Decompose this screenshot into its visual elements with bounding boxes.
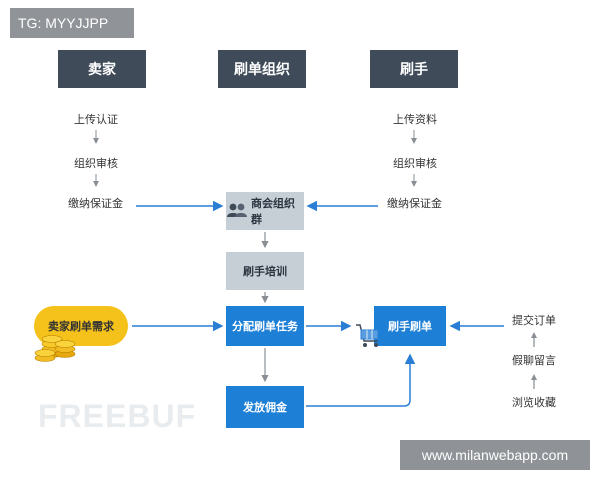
header-org: 刷单组织 xyxy=(218,50,306,88)
assign-task-box: 分配刷单任务 xyxy=(226,306,304,346)
brush-order-box: 刷手刷单 xyxy=(374,306,446,346)
shopping-cart-icon xyxy=(356,324,379,347)
coins-icon xyxy=(34,335,76,362)
right-step-submit: 提交订单 xyxy=(512,314,556,327)
seller-step-review: 组织审核 xyxy=(74,157,118,170)
right-step-chat: 假聊留言 xyxy=(512,354,556,367)
chamber-box: 商会组织群 xyxy=(226,192,304,230)
clicker-step-upload: 上传资料 xyxy=(393,113,437,126)
tag-label: TG: MYYJJPP xyxy=(10,8,134,38)
brand-watermark: FREEBUF xyxy=(38,398,197,434)
header-seller: 卖家 xyxy=(58,50,146,88)
header-clicker: 刷手 xyxy=(370,50,458,88)
chamber-label: 商会组织群 xyxy=(251,197,295,226)
seller-step-upload: 上传认证 xyxy=(74,113,118,126)
clicker-step-deposit: 缴纳保证金 xyxy=(387,197,442,210)
commission-to-brush-arrow xyxy=(306,353,416,407)
training-box: 刷手培训 xyxy=(226,252,304,290)
right-step-browse: 浏览收藏 xyxy=(512,396,556,409)
commission-box: 发放佣金 xyxy=(226,386,304,428)
group-icon xyxy=(226,202,248,221)
seller-step-deposit: 缴纳保证金 xyxy=(68,197,123,210)
clicker-step-review: 组织审核 xyxy=(393,157,437,170)
watermark-url: www.milanwebapp.com xyxy=(400,440,590,470)
